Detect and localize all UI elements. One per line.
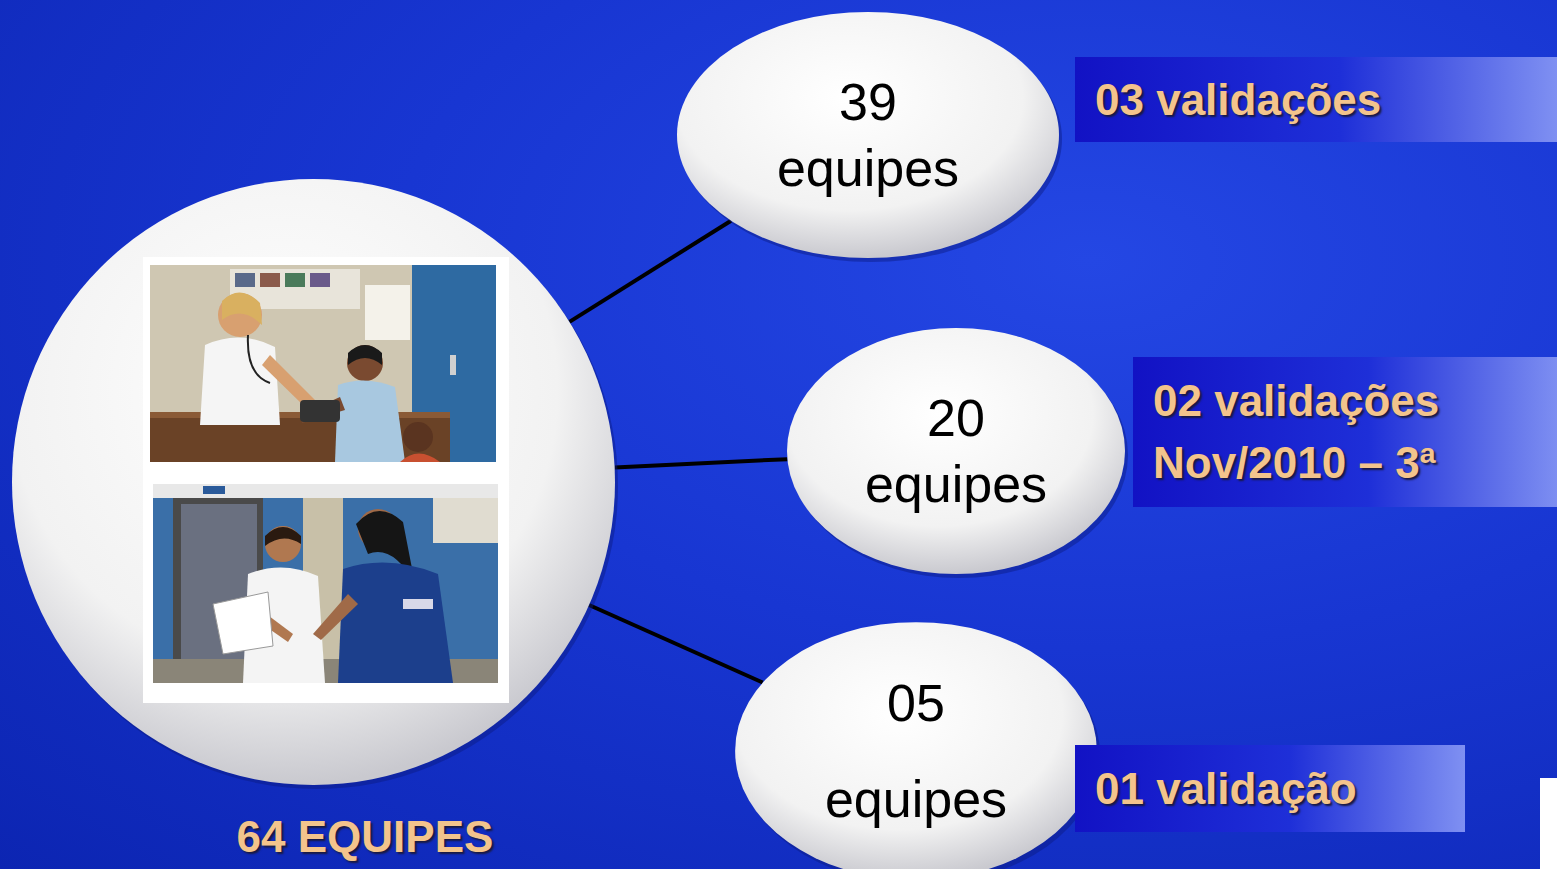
validation-note: 03 validações [1095,69,1381,131]
label-band: 01 validação [1075,745,1465,832]
connector-line [589,605,763,682]
connector-line [615,459,788,467]
team-circle: 64 EQUIPES [10,177,617,787]
fill [787,328,1125,574]
label-band: 03 validações [1075,57,1557,142]
photo-illustration [10,177,617,787]
fill [677,12,1059,258]
fill [735,622,1097,869]
team-ellipse: 05 equipes [733,620,1099,869]
team-count: 20 equipes [846,385,1066,517]
group-title: 64 EQUIPES [210,812,520,862]
ellipse-outline [675,10,1061,260]
photo-consultation [150,265,496,462]
team-count: 05 equipes [806,655,1026,847]
photo-conversation [153,484,498,683]
fill [12,179,615,785]
team-ellipse: 39 equipes [675,10,1061,260]
corner-patch [1540,778,1557,869]
team-count: 39 equipes [758,69,978,201]
connector-line [569,221,731,322]
validation-note: 02 validações Nov/2010 – 3ª [1153,370,1545,494]
team-ellipse: 20 equipes [785,326,1127,576]
ellipse-outline [785,326,1127,576]
label-band: 02 validações Nov/2010 – 3ª [1133,357,1557,507]
ellipse-outline [733,620,1099,869]
validation-note: 01 validação [1095,758,1357,820]
